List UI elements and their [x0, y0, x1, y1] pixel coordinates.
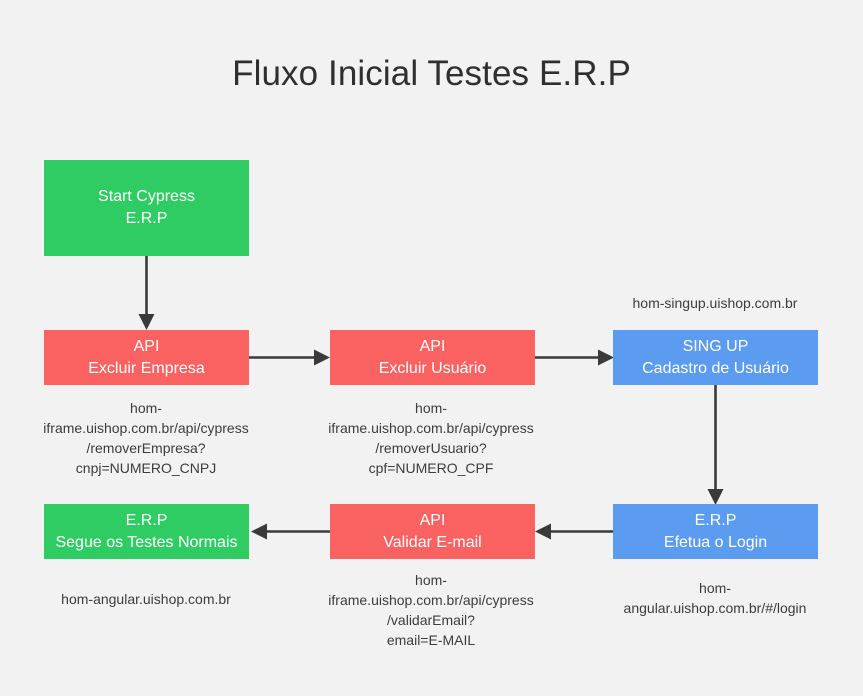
edge-start-to-excluir-empresa — [132, 256, 162, 332]
caption-api-excluir-empresa: hom- iframe.uishop.com.br/api/cypress /r… — [26, 398, 266, 478]
caption-line: iframe.uishop.com.br/api/cypress — [43, 420, 249, 436]
caption-line: hom-singup.uishop.com.br — [632, 295, 798, 311]
caption-line: hom- — [415, 572, 447, 588]
node-label-line2: Efetua o Login — [663, 533, 768, 551]
caption-line: hom- — [699, 580, 731, 596]
node-label-line1: API — [133, 337, 160, 355]
page-title: Fluxo Inicial Testes E.R.P — [232, 54, 631, 93]
caption-line: iframe.uishop.com.br/api/cypress — [328, 592, 534, 608]
node-erp-testes-normais[interactable]: E.R.P Segue os Testes Normais — [44, 504, 249, 559]
node-erp-efetua-login[interactable]: E.R.P Efetua o Login — [613, 504, 818, 559]
caption-line: cnpj=NUMERO_CNPJ — [75, 460, 217, 476]
caption-line: /removerEmpresa? — [86, 440, 206, 456]
node-label-line2: Segue os Testes Normais — [55, 533, 238, 551]
caption-erp-efetua-login: hom- angular.uishop.com.br/#/login — [595, 578, 835, 618]
edge-validar-email-to-testes-normais — [247, 517, 333, 547]
caption-line: hom- — [415, 400, 447, 416]
node-label-line1: E.R.P — [125, 511, 168, 529]
node-label-line1: API — [419, 511, 446, 529]
node-label-line1: E.R.P — [694, 511, 737, 529]
node-start-cypress[interactable]: Start Cypress E.R.P — [44, 160, 249, 256]
caption-line: cpf=NUMERO_CPF — [368, 460, 494, 476]
caption-line: hom- — [130, 400, 162, 416]
node-api-excluir-usuario[interactable]: API Excluir Usuário — [330, 330, 535, 385]
caption-line: /validarEmail? — [387, 612, 475, 628]
caption-erp-testes-normais: hom-angular.uishop.com.br — [26, 589, 266, 609]
caption-line: iframe.uishop.com.br/api/cypress — [328, 420, 534, 436]
edge-erp-login-to-validar-email — [531, 517, 617, 547]
node-api-excluir-empresa[interactable]: API Excluir Empresa — [44, 330, 249, 385]
node-api-validar-email[interactable]: API Validar E-mail — [330, 504, 535, 559]
node-label-line1: Start Cypress — [98, 188, 195, 205]
node-label-line1: SING UP — [682, 337, 749, 355]
node-label-line2: Validar E-mail — [383, 533, 482, 551]
caption-line: angular.uishop.com.br/#/login — [623, 600, 807, 616]
caption-sing-up: hom-singup.uishop.com.br — [595, 293, 835, 313]
node-label-line2: Excluir Usuário — [378, 359, 487, 377]
node-label-line2: Cadastro de Usuário — [642, 359, 789, 377]
caption-line: hom-angular.uishop.com.br — [61, 591, 231, 607]
edge-sing-up-to-erp-login — [701, 385, 731, 509]
node-sing-up[interactable]: SING UP Cadastro de Usuário — [613, 330, 818, 385]
edge-excluir-usuario-to-sing-up — [535, 343, 617, 373]
edge-excluir-empresa-to-excluir-usuario — [249, 343, 333, 373]
node-label-line2: Excluir Empresa — [88, 359, 205, 377]
caption-api-excluir-usuario: hom- iframe.uishop.com.br/api/cypress /r… — [311, 398, 551, 478]
caption-line: /removerUsuario? — [375, 440, 487, 456]
node-label-line2: E.R.P — [125, 210, 168, 227]
caption-line: email=E-MAIL — [386, 632, 476, 648]
node-label-line1: API — [419, 337, 446, 355]
caption-api-validar-email: hom- iframe.uishop.com.br/api/cypress /v… — [311, 570, 551, 650]
